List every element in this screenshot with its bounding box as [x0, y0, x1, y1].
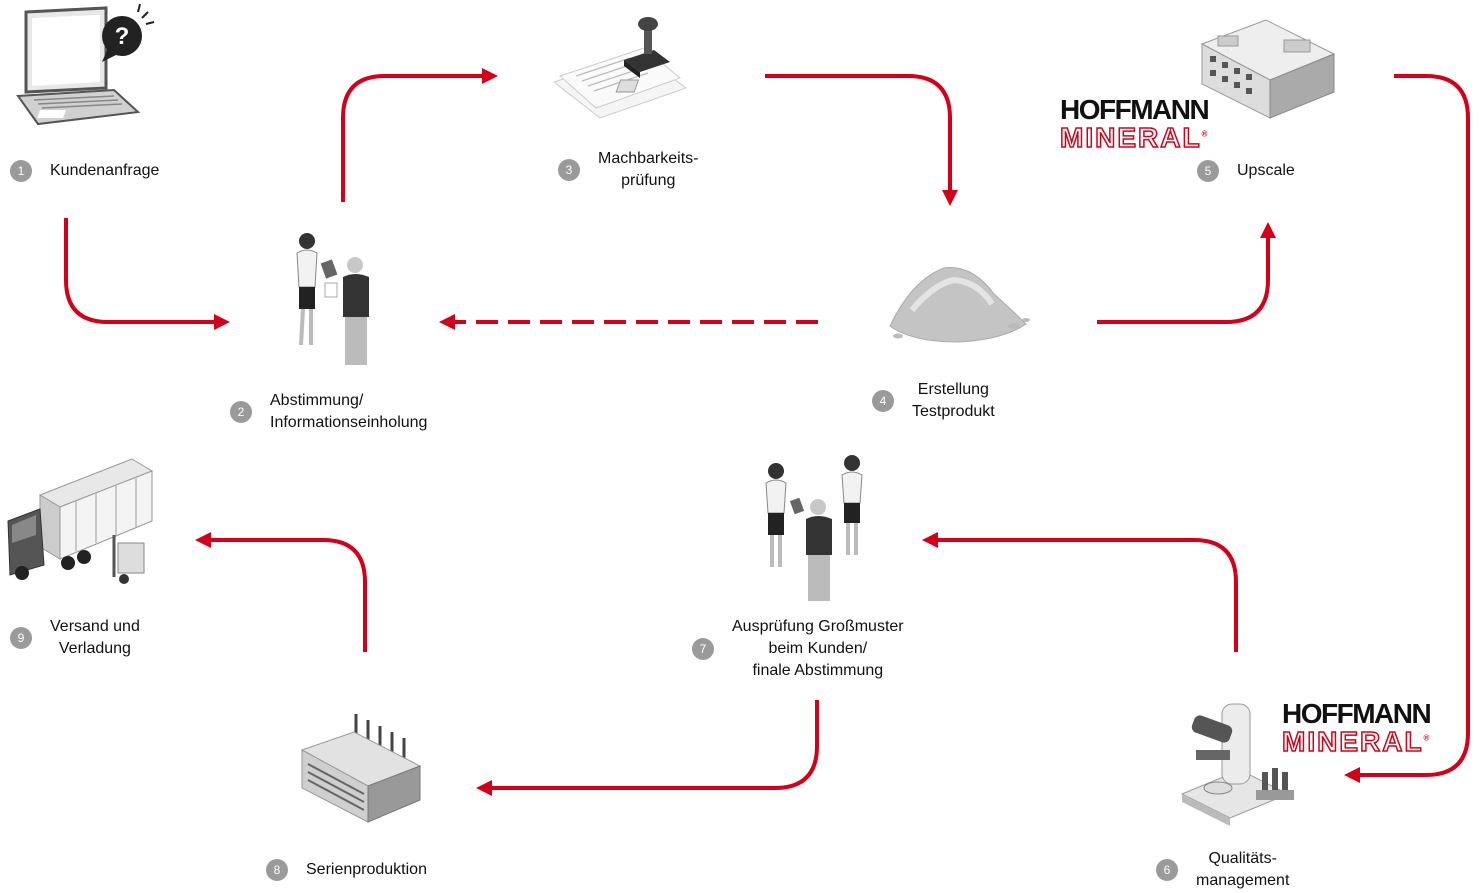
step-7: 7 Ausprüfung Großmuster beim Kunden/ fin…: [692, 616, 904, 682]
two-people-consultation-icon: [296, 233, 369, 365]
arrow-1-to-2: [64, 218, 230, 330]
step-number: 9: [10, 627, 32, 649]
laptop-question-icon: ?: [16, 3, 155, 126]
factory-building-icon: [1200, 19, 1336, 119]
step-label-line: Machbarkeits-: [598, 150, 699, 167]
arrow-2-to-3: [341, 68, 498, 202]
logo-line-2: MINERAL®: [1281, 726, 1432, 757]
step-label-line: Ausprüfung Großmuster: [732, 618, 904, 635]
step-label-line: Qualitäts-: [1208, 850, 1277, 867]
step-label-line: Verladung: [58, 640, 131, 657]
hoffmann-mineral-logo: HOFFMANN MINERAL®: [1059, 94, 1210, 153]
step-label: Kundenanfrage: [50, 160, 159, 182]
powder-pile-icon: [889, 267, 1030, 343]
microscope-icon: [1180, 703, 1294, 826]
step-label: Machbarkeits- prüfung: [598, 148, 698, 192]
step-label: Ausprüfung Großmuster beim Kunden/ final…: [732, 616, 904, 682]
step-3: 3 Machbarkeits- prüfung: [558, 148, 698, 192]
logo-line-2: MINERAL®: [1059, 122, 1210, 153]
arrow-7-to-8: [476, 700, 819, 796]
step-label-line: Kundenanfrage: [50, 162, 160, 179]
step-label-line: prüfung: [621, 172, 676, 189]
step-label-line: beim Kunden/: [768, 640, 868, 657]
hoffmann-mineral-logo-2: HOFFMANN MINERAL®: [1281, 698, 1432, 757]
step-label: Versand und Verladung: [50, 616, 140, 660]
step-number: 5: [1197, 160, 1219, 182]
logo-line-1: HOFFMANN: [1282, 698, 1432, 729]
arrow-8-to-9: [195, 532, 367, 652]
step-label-line: Erstellung: [917, 381, 989, 398]
step-number: 3: [558, 159, 580, 181]
step-5: 5 Upscale: [1197, 160, 1295, 182]
step-number: 2: [230, 401, 252, 423]
step-label-line: Testprodukt: [912, 403, 995, 420]
step-label: Abstimmung/ Informationseinholung: [270, 390, 427, 434]
step-label-line: Upscale: [1237, 162, 1295, 179]
step-label-line: Versand und: [50, 618, 140, 635]
step-label: Upscale: [1237, 160, 1295, 182]
logo-line-1: HOFFMANN: [1060, 94, 1210, 125]
svg-text:?: ?: [115, 23, 130, 50]
step-number: 8: [266, 859, 288, 881]
arrow-4-to-5: [1097, 222, 1276, 324]
truck-forklift-icon: [7, 458, 154, 584]
step-label: Qualitäts- management: [1196, 848, 1289, 892]
step-label: Serienproduktion: [306, 859, 427, 881]
step-9: 9 Versand und Verladung: [10, 616, 140, 660]
step-label: Erstellung Testprodukt: [912, 379, 995, 423]
stamp-document-icon: [552, 17, 688, 119]
step-label-line: management: [1196, 872, 1290, 889]
step-number: 7: [692, 638, 714, 660]
step-label-line: Serienproduktion: [306, 861, 427, 878]
step-2: 2 Abstimmung/ Informationseinholung: [230, 390, 427, 434]
arrow-5-to-6: [1344, 74, 1470, 783]
step-1: 1 Kundenanfrage: [10, 160, 159, 182]
step-label-line: Informationseinholung: [270, 414, 428, 431]
step-number: 4: [872, 390, 894, 412]
arrow-3-to-4: [765, 74, 958, 206]
step-8: 8 Serienproduktion: [266, 859, 427, 881]
step-number: 6: [1156, 859, 1178, 881]
step-label-line: Abstimmung/: [270, 392, 364, 409]
three-people-meeting-icon: [765, 455, 863, 601]
production-plant-icon: [300, 714, 422, 823]
step-number: 1: [10, 160, 32, 182]
step-6: 6 Qualitäts- management: [1156, 848, 1289, 892]
step-label-line: finale Abstimmung: [752, 662, 884, 679]
step-4: 4 Erstellung Testprodukt: [872, 379, 995, 423]
arrow-6-to-7: [922, 532, 1238, 652]
